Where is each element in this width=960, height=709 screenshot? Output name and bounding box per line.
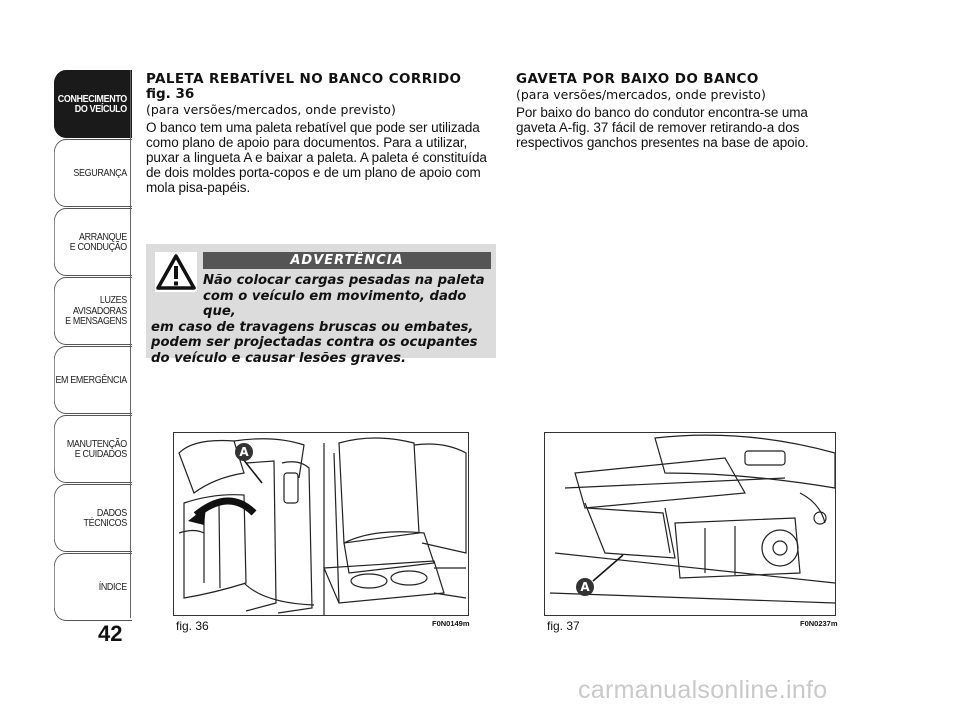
seat-armrest-drawing bbox=[178, 437, 467, 615]
section-title: PALETA REBATÍVEL NO BANCO CORRIDO bbox=[146, 71, 462, 87]
tab-em-emergencia[interactable]: EM EMERGÊNCIA bbox=[53, 346, 132, 414]
warning-line-rest: em caso de travagens bruscas ou embates,… bbox=[151, 319, 478, 366]
warning-title: ADVERTÊNCIA bbox=[203, 252, 491, 269]
marker-a: A bbox=[235, 443, 253, 461]
section-title: GAVETA POR BAIXO DO BANCO bbox=[516, 71, 759, 87]
section-body: O banco tem uma paleta rebatível que pod… bbox=[146, 120, 487, 195]
tab-divider-line bbox=[130, 70, 131, 618]
figure-reference: fig. 36 bbox=[146, 86, 195, 102]
warning-line-1: Não colocar cargas pesadas na paleta bbox=[203, 273, 485, 288]
warning-line-2: com o veículo em movimento, dado que, bbox=[203, 288, 467, 320]
marker-a: A bbox=[576, 578, 594, 596]
figure-37-label: fig. 37 bbox=[547, 619, 580, 633]
section-subtitle: (para versões/mercados, onde previsto) bbox=[516, 87, 766, 102]
page-number: 42 bbox=[98, 621, 123, 646]
figure-36-label: fig. 36 bbox=[176, 619, 209, 633]
section-subtitle: (para versões/mercados, onde previsto) bbox=[146, 102, 396, 117]
warning-text: Não colocar cargas pesadas na paleta com… bbox=[151, 273, 491, 366]
figure-37-code: F0N0237m bbox=[800, 619, 838, 628]
tab-arranque-e-conducao[interactable]: ARRANQUE E CONDUÇÃO bbox=[53, 208, 132, 276]
figure-37-illustration: A bbox=[544, 432, 836, 616]
figure-36-code: F0N0149m bbox=[432, 619, 470, 628]
tab-dados-tecnicos[interactable]: DADOS TÉCNICOS bbox=[53, 484, 132, 552]
tab-indice[interactable]: ÍNDICE bbox=[53, 553, 132, 621]
tab-manutencao-e-cuidados[interactable]: MANUTENÇÃO E CUIDADOS bbox=[53, 415, 132, 483]
warning-box: ADVERTÊNCIA Não colocar cargas pesadas n… bbox=[146, 244, 496, 366]
under-seat-drawer-drawing bbox=[549, 434, 835, 604]
watermark: carmanualsonline.info bbox=[578, 676, 828, 704]
section-gaveta: GAVETA POR BAIXO DO BANCO (para versões/… bbox=[516, 71, 846, 151]
figure-36-illustration: A bbox=[173, 432, 469, 616]
tab-seguranca[interactable]: SEGURANÇA bbox=[53, 139, 132, 207]
section-body: Por baixo do banco do condutor encontra-… bbox=[516, 105, 809, 150]
section-paleta: PALETA REBATÍVEL NO BANCO CORRIDO fig. 3… bbox=[146, 71, 496, 196]
tab-luzes-avisadoras[interactable]: LUZES AVISADORAS E MENSAGENS bbox=[53, 277, 132, 345]
tab-conhecimento-do-veiculo[interactable]: CONHECIMENTO DO VEÍCULO bbox=[53, 70, 132, 138]
warning-triangle-icon bbox=[155, 252, 197, 292]
